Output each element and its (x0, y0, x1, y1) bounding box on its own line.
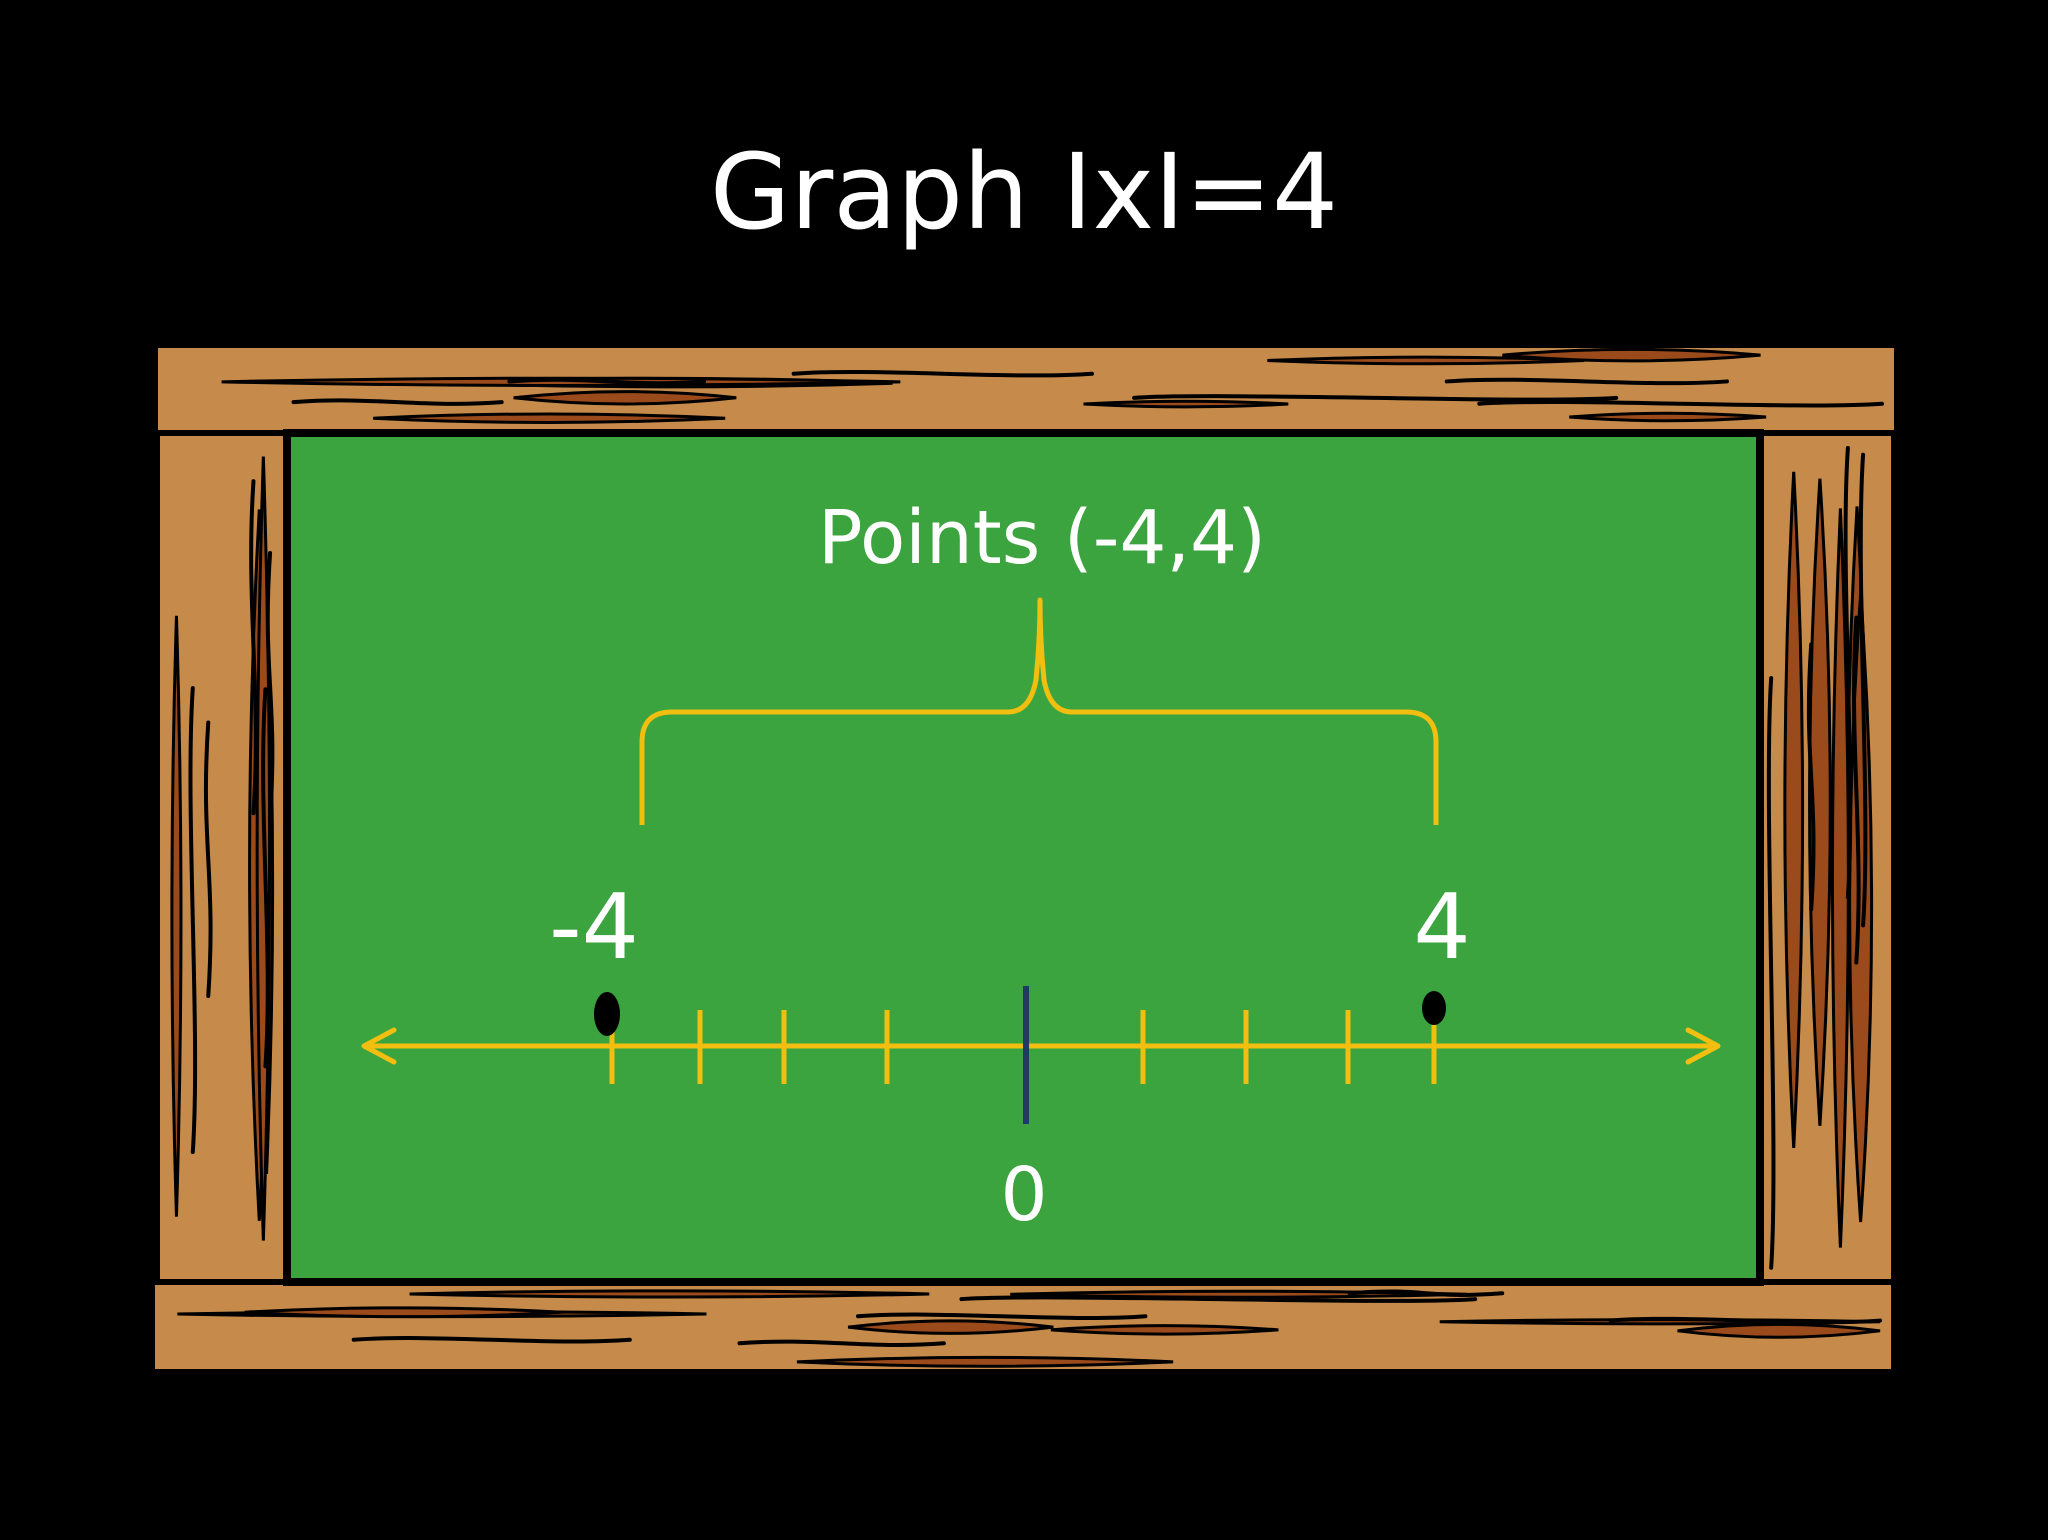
wood-grain-stroke (351, 1336, 632, 1344)
right-arrowhead (1685, 1027, 1721, 1065)
wood-grain-stroke (221, 376, 901, 387)
wood-grain-stroke (1347, 1289, 1505, 1297)
left-arrowhead (361, 1027, 397, 1065)
wood-grain-stroke (1677, 1322, 1881, 1339)
wood-grain-stroke (1783, 471, 1805, 1149)
wood-grain-stroke (1477, 400, 1884, 408)
wood-grain-stroke (373, 412, 726, 424)
wood-grain-stroke (409, 1289, 930, 1299)
wood-grain-stroke (1608, 1316, 1882, 1325)
wood-grain (170, 347, 1884, 1368)
wood-grain-stroke (847, 1319, 1054, 1335)
wood-grain-stroke (1852, 615, 1861, 965)
point--4 (594, 992, 620, 1036)
wood-grain-stroke (1766, 676, 1776, 1270)
wood-grain-stroke (1569, 411, 1767, 423)
points-annotation: Points (-4,4) (818, 495, 1266, 581)
wood-grain-stroke (513, 390, 737, 406)
wood-grain-stroke (737, 1339, 946, 1348)
wood-grain-stroke (203, 720, 213, 999)
wood-grain-stroke (291, 398, 504, 406)
wood-grain-stroke (1132, 394, 1619, 402)
wood-grain-stroke (791, 369, 1094, 378)
wood-grain-stroke (1050, 1324, 1279, 1336)
label-negative-four: -4 (549, 875, 639, 980)
label-positive-four: 4 (1413, 875, 1470, 980)
marked-points (594, 991, 1446, 1036)
wood-grain-stroke (1858, 452, 1868, 928)
wood-grain-stroke (1502, 347, 1761, 363)
wood-grain-stroke (1083, 399, 1289, 409)
number-line (361, 986, 1721, 1124)
wood-grain-stroke (796, 1355, 1174, 1368)
wood-grain-stroke (855, 1312, 1148, 1320)
wood-grain-stroke (1444, 377, 1730, 386)
wood-grain-stroke (959, 1295, 1478, 1303)
curly-brace (639, 597, 1439, 825)
wood-grain-stroke (1830, 508, 1850, 1248)
wood-grain-stroke (1806, 642, 1816, 912)
wood-grain-stroke (188, 686, 198, 1155)
wood-grain-stroke (265, 550, 275, 821)
wood-grain-stroke (1843, 446, 1853, 900)
wood-grain-stroke (249, 479, 258, 816)
point-4 (1422, 991, 1446, 1025)
wood-grain-stroke (261, 687, 270, 1069)
label-zero: 0 (1000, 1152, 1047, 1238)
wood-grain-stroke (507, 377, 707, 386)
slide-title: Graph IxI=4 (710, 131, 1338, 253)
wood-grain-stroke (244, 1306, 563, 1319)
chalkboard (283, 429, 1764, 1286)
wood-grain-stroke (170, 615, 183, 1217)
wooden-frame (149, 342, 1900, 1375)
